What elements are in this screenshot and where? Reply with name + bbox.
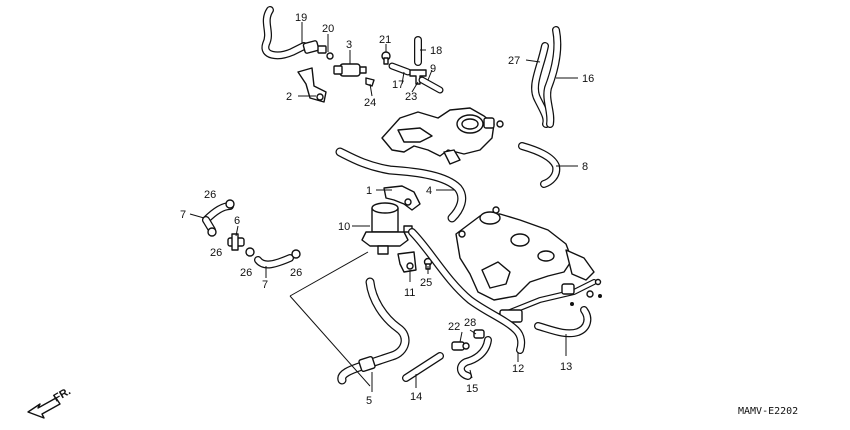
callout-26-a: 26 [204,189,216,201]
fitting-20 [302,40,334,60]
air-valve-10 [361,202,413,255]
callout-5: 5 [366,395,372,407]
callout-21: 21 [379,34,391,46]
callout-25: 25 [420,277,432,289]
callout-10: 10 [338,221,350,233]
bolt-detail [570,302,574,306]
direction-label: FR. [52,385,73,404]
bracket-1 [383,185,421,211]
callout-19: 19 [295,12,307,24]
fitting-22 [451,341,470,351]
callout-13: 13 [560,361,572,373]
callout-14: 14 [410,391,422,403]
clip-26-a [225,199,235,209]
callout-4: 4 [426,185,432,197]
bracket-2 [297,67,327,103]
callout-8: 8 [582,161,588,173]
hose-4 [335,147,467,223]
hose-8 [518,142,561,188]
hose-16 [543,26,562,128]
callout-11: 11 [404,287,415,299]
arrow-icon [27,397,61,419]
callout-3: 3 [346,39,352,51]
callout-7-upper: 7 [180,209,186,221]
hose-19 [261,6,308,60]
diagram-code: MAMV-E2202 [738,406,798,417]
callout-labels: 19 20 3 2 21 18 9 17 23 24 27 16 8 4 1 1… [180,12,594,407]
callout-22: 22 [448,321,460,333]
hose-27 [531,42,551,128]
bolt-21 [381,51,391,65]
pipe-assembly [497,278,602,323]
callout-28: 28 [464,317,476,329]
callout-15: 15 [466,383,478,395]
callout-7-lower: 7 [262,279,268,291]
valve-3 [333,63,367,77]
hose-9 [418,76,444,94]
hose-5 [337,277,410,385]
clip-26-d [291,249,301,259]
callout-26-b: 26 [210,247,222,259]
callout-27: 27 [508,55,520,67]
clip-24 [365,77,375,87]
callout-17: 17 [392,79,404,91]
intake-manifold-lower [455,206,595,301]
hose-7-upper [202,202,234,234]
intake-manifold-upper [381,107,504,165]
fitting-28 [473,329,485,339]
clip-26-c [245,247,255,257]
bolt-detail [598,294,602,298]
callout-20: 20 [322,23,334,35]
valve-6 [227,233,245,251]
callout-18: 18 [430,45,442,57]
front-direction-indicator: FR. [27,385,73,419]
callout-6: 6 [234,215,240,227]
hose-17 [388,62,412,76]
callout-12: 12 [512,363,524,375]
callout-9: 9 [430,63,436,75]
hose-14 [402,352,444,382]
callout-26-c: 26 [240,267,252,279]
hose-long [408,228,526,354]
leader-lines [189,22,578,392]
callout-24: 24 [364,97,376,109]
callout-26-d: 26 [290,267,302,279]
callout-23: 23 [405,91,417,103]
callout-2: 2 [286,91,292,103]
callout-1: 1 [366,185,372,197]
joint-23 [409,69,427,85]
callout-16: 16 [582,73,594,85]
bracket-11 [397,251,417,273]
hose-13 [534,306,592,338]
hose-7-lower [254,254,294,269]
clip-26-b [207,227,217,237]
hose-15 [457,336,492,380]
